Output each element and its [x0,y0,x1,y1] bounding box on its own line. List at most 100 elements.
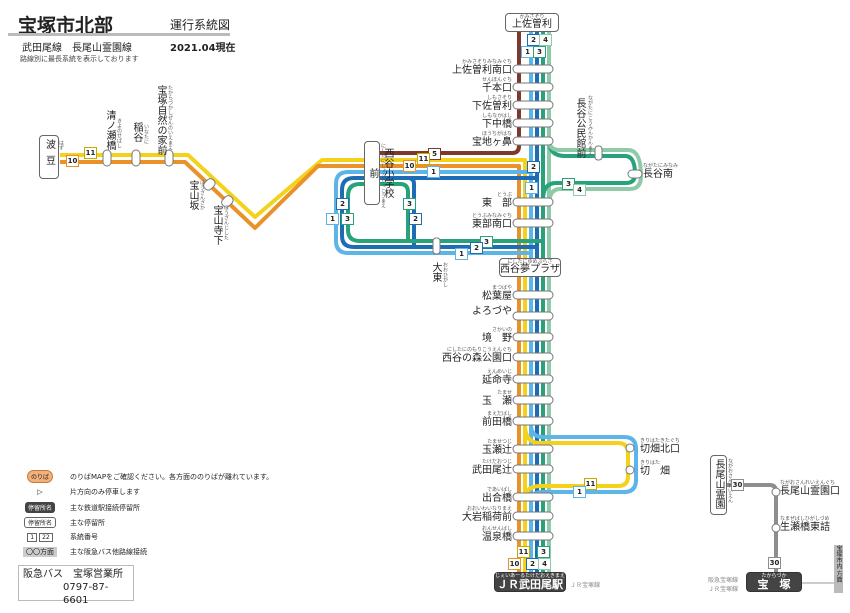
stop-kiribata-kitaguchi[interactable]: きりはたきたぐち切畑北口 [640,438,680,456]
stop-inatani[interactable]: 稲谷 [131,122,142,142]
stop-name: 下佐曽利 [472,101,512,112]
stop-reading: にしたにしょうがっこうまえ [380,143,386,208]
legend-noriba: のりばのりばMAPをご確認ください。各方面ののりばが離れています。 [20,470,273,483]
office-contact: 阪急バス 宝塚営業所 0797-87-6601 [18,565,134,606]
legend-text: 主な阪急バス他路線接続 [70,548,147,556]
terminal-kamisasori[interactable]: かみさそり 上佐曽利 [505,13,559,32]
map-subtitle: 運行系統図 [170,18,231,32]
route-badge-4: 4 [539,34,552,46]
stop[interactable]: おんせんばし温泉橋 [482,526,512,544]
stop[interactable]: えんめいじ延命寺 [482,369,512,387]
legend-text: 主な停留所 [70,518,105,527]
stop[interactable]: まつばや松葉屋 [482,285,512,303]
terminal-naganoyama[interactable]: 長尾山霊園 [710,455,727,515]
route-badge-3: 3 [537,546,550,558]
stop[interactable]: とうぶみなみぐち東部南口 [472,213,512,231]
direction-takarazuka-city: 宝塚市内 方面 [834,545,843,593]
stop-nagatani-minami[interactable]: ながたにみなみ長谷南 [643,163,678,181]
terminal-reading: にしたにゆめぷらざ [507,259,553,265]
route-badge-4: 4 [573,184,586,196]
map-note: 路線別に最長系統を表示しております [20,55,139,63]
stop-name: 前田橋 [482,417,512,428]
title-divider [8,33,230,36]
stop[interactable]: たけだおつじ武田尾辻 [472,459,512,477]
stop[interactable]: たませつじ玉瀬辻 [482,439,512,457]
route-badge-1: 1 [455,248,468,260]
stop-reading: であいばし [487,487,512,493]
line-names: 武田尾線 長尾山霊園線 [22,43,132,54]
stop-name: 東部南口 [472,219,512,230]
route-badge-3: 3 [341,213,354,225]
stop-reading: たませ [497,390,512,396]
stop-reading: ほうざんじした [223,205,229,240]
terminal-reading: たからづか [761,573,787,579]
stop-name: 温泉橋 [482,532,512,543]
route-badge-1: 1 [573,486,586,498]
stop-namaze-bashi[interactable]: なまぜばしひがしづめ生瀬橋東詰 [780,516,830,534]
stop[interactable]: にしたにのもりこうえんぐち西谷の森公園口 [442,347,512,365]
stop[interactable]: しもさそり下佐曽利 [472,95,512,113]
terminal-hazu[interactable]: 波豆 [39,135,59,179]
stop-reading: まつばや [491,285,512,291]
route-badge-2: 2 [470,242,483,254]
legend-text: 系統番号 [70,533,98,541]
stop[interactable]: さかいの境 野 [482,327,512,345]
route-badge-10: 10 [508,558,521,570]
stop[interactable]: ほうちがはな宝地ヶ鼻 [472,131,512,149]
noriba-icon: のりば [26,470,53,483]
legend-key: 停留所名 [23,517,56,528]
terminal-name: 西谷夢プラザ [500,264,560,275]
stop-reading: とうぶ [496,192,512,198]
stop[interactable]: せんぼんぐち千本口 [482,77,512,95]
stop-reading: きりはた [640,460,660,466]
stop[interactable]: よろづや [472,306,512,318]
stop-reading: かみさそりみなみぐち [461,59,512,65]
stop-reading: まえだばし [486,411,512,417]
stop-name: 武田尾辻 [472,465,512,476]
stop-name: よろづや [472,306,512,317]
stop-nishitani-school[interactable]: 西谷小学校前 [364,141,393,205]
stop-nagatani-kominkan[interactable]: 長谷公民館前 [574,98,585,158]
stop-reading: おんせんばし [481,526,512,532]
stop[interactable]: かみさそりみなみぐち上佐曽利南口 [452,59,512,77]
legend-major-stop: 停留所名 主な停留所 [20,517,105,528]
rail-line-label: ＪＲ宝塚線 [570,582,601,589]
stop-name: 千本口 [482,83,512,94]
route-10-line [60,160,521,572]
office-name: 阪急バス 宝塚営業所 [23,569,123,580]
terminal-reading: じぇいあーるたけだおえきまえ [495,573,565,579]
terminal-nishitani-plaza[interactable]: にしたにゆめぷらざ 西谷夢プラザ [499,258,561,277]
stop-kiribata[interactable]: きりはた切 畑 [640,460,670,478]
route-1-kiribata [529,424,638,501]
route-badge-30: 30 [731,479,744,491]
stop-ohigashi[interactable]: 大東 [430,262,441,282]
legend-key: 〇〇方面 [23,547,57,557]
stop-naganoyama-reienguchi[interactable]: ながおさんれいえんぐち長尾山霊園口 [780,480,840,498]
terminal-name: 宝 塚 [757,578,791,591]
stop-name: 延命寺 [482,375,512,386]
route-badge-11: 11 [517,546,530,558]
stop-hozanzaka[interactable]: 宝山坂 [187,180,198,210]
route-badge-11: 11 [84,147,97,159]
stop[interactable]: であいばし出合橋 [482,487,512,505]
stop-name: 出合橋 [482,493,512,504]
stop-kiyonosebashi[interactable]: 清ノ瀬橋 [104,110,115,150]
terminal-takarazuka[interactable]: たからづか 宝 塚 [746,572,802,592]
stop-shizen-no-ie[interactable]: 宝塚自然の家前 [155,85,166,155]
route-1-loop [334,170,531,255]
stop[interactable]: おおいわいなりまえ大岩稲荷前 [462,506,512,524]
stop[interactable]: まえだばし前田橋 [482,411,512,429]
terminal-reading: はず [58,140,64,150]
terminal-jr-takedao[interactable]: じぇいあーるたけだおえきまえ ＪＲ武田尾駅 [494,572,566,592]
stop[interactable]: たませ玉 瀬 [482,390,512,408]
stop[interactable]: しもなかはし下中橋 [482,113,512,131]
stop-name: 長谷南 [643,169,673,180]
stop-name: 生瀬橋東詰 [780,522,830,533]
stop-hozanjishita[interactable]: 宝山寺下 [211,205,222,245]
stop-pills [102,64,781,541]
stop[interactable]: とうぶ東 部 [482,192,512,210]
route-badge-2: 2 [409,213,422,225]
route-badge-1: 1 [525,182,538,194]
